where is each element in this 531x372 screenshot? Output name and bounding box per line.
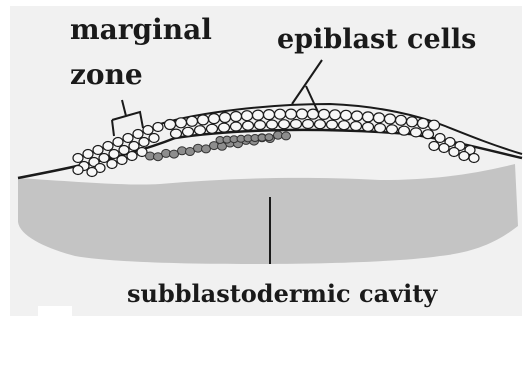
marginal-cell <box>87 168 97 177</box>
subblastodermic-cavity-label: subblastodermic cavity <box>127 282 437 306</box>
epiblast-cell <box>243 121 254 130</box>
epiblast-cell <box>264 110 275 120</box>
epiblast-cell <box>396 115 407 125</box>
marginal-zone-label-line2: zone <box>70 61 143 89</box>
epiblast-cell <box>423 130 434 139</box>
marginal-cell <box>143 126 153 135</box>
marginal-cell <box>93 146 103 155</box>
marginal-cell <box>73 166 83 175</box>
edge-cells <box>429 134 479 163</box>
epiblast-cell <box>198 115 209 125</box>
epiblast-cell <box>315 120 326 129</box>
marginal-zone-label-line1: marginal <box>70 16 212 44</box>
marginal-cell <box>113 138 123 147</box>
epiblast-cell <box>242 111 253 121</box>
epiblast-cell <box>253 110 264 120</box>
edge-cell <box>429 142 439 151</box>
epiblast-cell <box>351 122 362 131</box>
epiblast-cell <box>171 129 182 138</box>
epiblast-cell <box>286 109 297 119</box>
epiblast-cell <box>165 120 176 130</box>
marginal-cell <box>133 130 143 139</box>
marginal-cell <box>73 154 83 163</box>
edge-cell <box>435 134 445 143</box>
marginal-cell <box>123 134 133 143</box>
edge-cell <box>439 144 449 153</box>
epiblast-cell <box>219 123 230 132</box>
epiblast-cell <box>291 120 302 129</box>
epiblast-cell <box>387 125 398 134</box>
marginal-cell <box>103 142 113 151</box>
epiblast-cell <box>297 109 308 119</box>
marginal-cell <box>83 150 93 159</box>
epiblast-cell <box>352 111 363 121</box>
hypoblast-cell <box>265 134 273 141</box>
marginal-cell <box>139 138 149 147</box>
marginal-cell <box>107 160 117 169</box>
epiblast-cell <box>207 124 218 133</box>
epiblast-cell <box>275 109 286 119</box>
epiblast-cell <box>209 114 220 124</box>
epiblast-cell <box>418 118 429 128</box>
epiblast-cell <box>267 120 278 129</box>
epiblast-cell <box>375 124 386 133</box>
epiblast-cell <box>363 112 374 122</box>
epiblast-cell <box>231 112 242 122</box>
epiblast-cell <box>176 118 187 128</box>
epiblast-cell <box>183 127 194 136</box>
epiblast-cell <box>385 114 396 124</box>
epiblast-cell <box>339 121 350 130</box>
epiblast-cell <box>187 116 198 126</box>
epiblast-cell <box>231 122 242 131</box>
epiblast-cell <box>407 117 418 127</box>
epiblast-cell <box>255 121 266 130</box>
epiblast-cell <box>341 110 352 120</box>
hypoblast-cell <box>282 132 291 140</box>
epiblast-cell <box>195 126 206 135</box>
epiblast-cell <box>330 110 341 120</box>
marginal-cell <box>127 152 137 161</box>
corner-patch <box>38 306 72 320</box>
marginal-cell <box>153 123 163 132</box>
epiblast-cell <box>429 120 440 130</box>
epiblast-cell <box>279 120 290 129</box>
hypoblast-cell-chain <box>146 131 291 161</box>
epiblast-cell <box>319 109 330 119</box>
marginal-zone-cells <box>73 123 163 177</box>
edge-cell <box>469 154 479 163</box>
epiblast-cell <box>220 113 231 123</box>
epiblast-cell <box>327 120 338 129</box>
epiblast-cell <box>399 126 410 135</box>
epiblast-cell <box>411 128 422 137</box>
epiblast-cell <box>363 122 374 131</box>
edge-cell <box>449 148 459 157</box>
edge-cell <box>459 152 469 161</box>
epiblast-cells-label: epiblast cells <box>277 26 476 53</box>
marginal-cell <box>117 156 127 165</box>
marginal-cell <box>149 134 159 143</box>
subblastodermic-cavity <box>18 164 518 264</box>
epiblast-cell <box>374 113 385 123</box>
epiblast-cell <box>303 120 314 129</box>
